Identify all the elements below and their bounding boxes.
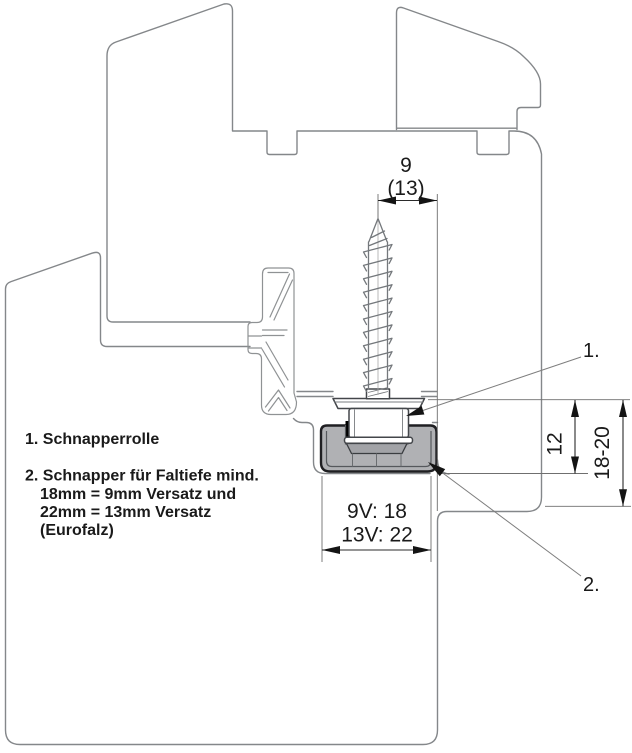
roller-flange	[332, 397, 426, 410]
arrowhead	[571, 400, 579, 417]
screw-shank	[367, 241, 389, 390]
screw	[362, 201, 393, 395]
legend: 1. Schnapperrolle 2. Schnapper für Falti…	[25, 431, 259, 539]
screw-tip	[368, 218, 388, 247]
dim-text-13v: 13V: 22	[341, 524, 413, 547]
dim-text-18-20: 18-20	[591, 426, 614, 480]
arrowhead	[413, 546, 431, 554]
screw-threads	[362, 243, 393, 393]
callout-label-2: 2.	[583, 574, 600, 596]
legend-item-eurofalz: (Eurofalz)	[40, 522, 114, 539]
arrowhead	[619, 400, 627, 417]
arrowhead	[322, 546, 340, 554]
rebate-face-lines	[296, 390, 438, 398]
dim-text-13: (13)	[387, 177, 424, 200]
seal-inner-webs	[247, 271, 294, 412]
overlap-profile-outline	[395, 6, 542, 131]
housing-catch	[345, 442, 409, 455]
dimension-lines	[321, 194, 631, 562]
main-profile-outline	[4, 3, 543, 746]
snapper-roller-assembly	[332, 387, 426, 445]
leader-arrowhead-snapper	[428, 462, 446, 477]
roller-bottom-rim	[343, 436, 414, 445]
callout-leaders	[406, 356, 582, 577]
dim-text-9v: 9V: 18	[347, 500, 407, 523]
roller-body-lines	[354, 409, 403, 437]
extension-lines	[321, 194, 631, 562]
legend-item-schnapper: 2. Schnapper für Faltiefe mind.	[25, 468, 259, 485]
callout-label-1: 1.	[583, 340, 600, 362]
seal-profile	[247, 267, 298, 416]
legend-item-versatz-9: 18mm = 9mm Versatz und	[40, 486, 236, 503]
leader-line-snapper	[433, 466, 582, 577]
legend-item-schnapperrolle: 1. Schnapperrolle	[25, 431, 159, 448]
roller-body	[348, 407, 410, 439]
arrowhead	[378, 196, 396, 205]
dim-text-9: 9	[400, 154, 412, 177]
door-frame-and-leaf-outline	[4, 3, 543, 746]
dimension-texts: 9 (13) 12 18-20 9V: 18 13V: 22 1. 2.	[341, 154, 614, 596]
leader-line-roller	[410, 356, 582, 415]
legend-item-versatz-13: 22mm = 13mm Versatz	[40, 504, 211, 521]
leader-arrowhead-roller	[406, 405, 425, 416]
seal-outer-outline	[247, 267, 298, 416]
housing-seams	[352, 453, 402, 467]
arrowhead	[419, 196, 437, 205]
dim-text-12: 12	[544, 432, 567, 455]
arrowhead	[619, 489, 627, 507]
arrowhead	[571, 456, 579, 474]
